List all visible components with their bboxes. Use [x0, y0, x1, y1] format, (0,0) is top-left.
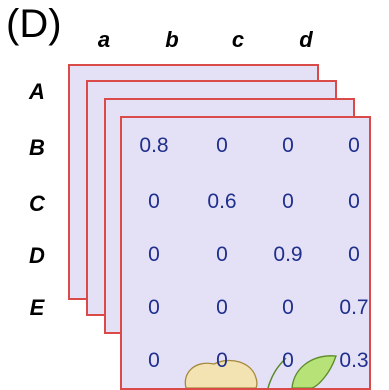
column-header-c: c — [231, 27, 245, 52]
cell-b-a: 0.8 — [139, 134, 169, 157]
row-header-b: B — [29, 135, 45, 160]
cell-b-b: 0 — [216, 134, 228, 157]
cell-e-c: 0 — [282, 296, 294, 319]
row-header-a: A — [29, 79, 45, 104]
cell-c-a: 0 — [148, 190, 160, 213]
column-header-b: b — [165, 27, 179, 52]
cell-c-b: 0.6 — [207, 190, 237, 213]
column-header-a: a — [97, 27, 111, 52]
column-header-d: d — [299, 27, 313, 52]
cell-b-c: 0 — [282, 134, 294, 157]
cell-d-d: 0 — [348, 243, 360, 266]
cell-e-b: 0 — [216, 296, 228, 319]
cell-e-d: 0.7 — [339, 296, 369, 319]
cell-c-c: 0 — [282, 190, 294, 213]
cell-d-b: 0 — [216, 243, 228, 266]
cell-b-d: 0 — [348, 134, 360, 157]
row-header-d: D — [29, 243, 45, 268]
row-header-c: C — [29, 191, 45, 216]
cell-f-c: 0 — [282, 349, 294, 372]
matrix-sheet-4 — [120, 116, 371, 390]
cell-d-a: 0 — [148, 243, 160, 266]
cell-f-a: 0 — [148, 349, 160, 372]
panel-label: (D) — [6, 2, 62, 46]
cell-f-b: 0 — [216, 349, 228, 372]
row-header-e: E — [29, 295, 45, 320]
cell-d-c: 0.9 — [273, 243, 303, 266]
cell-c-d: 0 — [348, 190, 360, 213]
cell-f-d: 0.3 — [339, 349, 369, 372]
cell-e-a: 0 — [148, 296, 160, 319]
